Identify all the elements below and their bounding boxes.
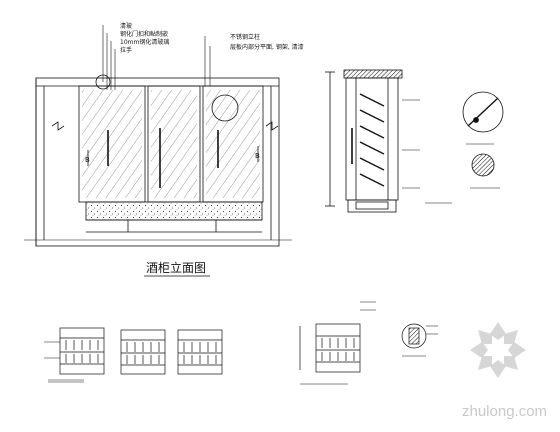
section-mark-label-left: B (85, 156, 90, 164)
rack-detail (299, 301, 376, 385)
rack-plan-group (44, 327, 223, 383)
rack-plan-3 (177, 329, 223, 375)
watermark-flower-icon (470, 322, 526, 378)
side-section-rack (325, 69, 452, 213)
callout-labels: 清玻 钢化门扣和鲇制嵌 10mm钢化清玻璃 拉手 不锈钢立柱 层板内部分平面, … (120, 22, 304, 54)
detail-circle-top (462, 91, 504, 145)
section-mark-label-right: B (255, 152, 260, 160)
clip-detail (401, 323, 438, 357)
rack-plan-2 (120, 329, 166, 375)
callout-label: 10mm钢化清玻璃 (120, 38, 169, 46)
callout-label: 清玻 (120, 22, 132, 30)
watermark-text: zhulong.com (462, 403, 547, 420)
callout-label: 不锈钢立柱 (230, 33, 260, 41)
callout-label: 拉手 (120, 46, 132, 54)
wine-cabinet-elevation (24, 74, 292, 247)
detail-circle-bottom (470, 153, 500, 189)
callout-leaders (102, 25, 211, 90)
callout-label: 钢化门扣和鲇制嵌 (120, 30, 168, 38)
callout-label: 层板内部分平面, 钢架, 清漆 (230, 43, 304, 51)
section-marks: B B (85, 146, 260, 166)
watermark: zhulong.com (462, 322, 547, 420)
rack-plan-1 (44, 327, 105, 375)
drawing-title: 酒柜立面图 (146, 260, 206, 275)
